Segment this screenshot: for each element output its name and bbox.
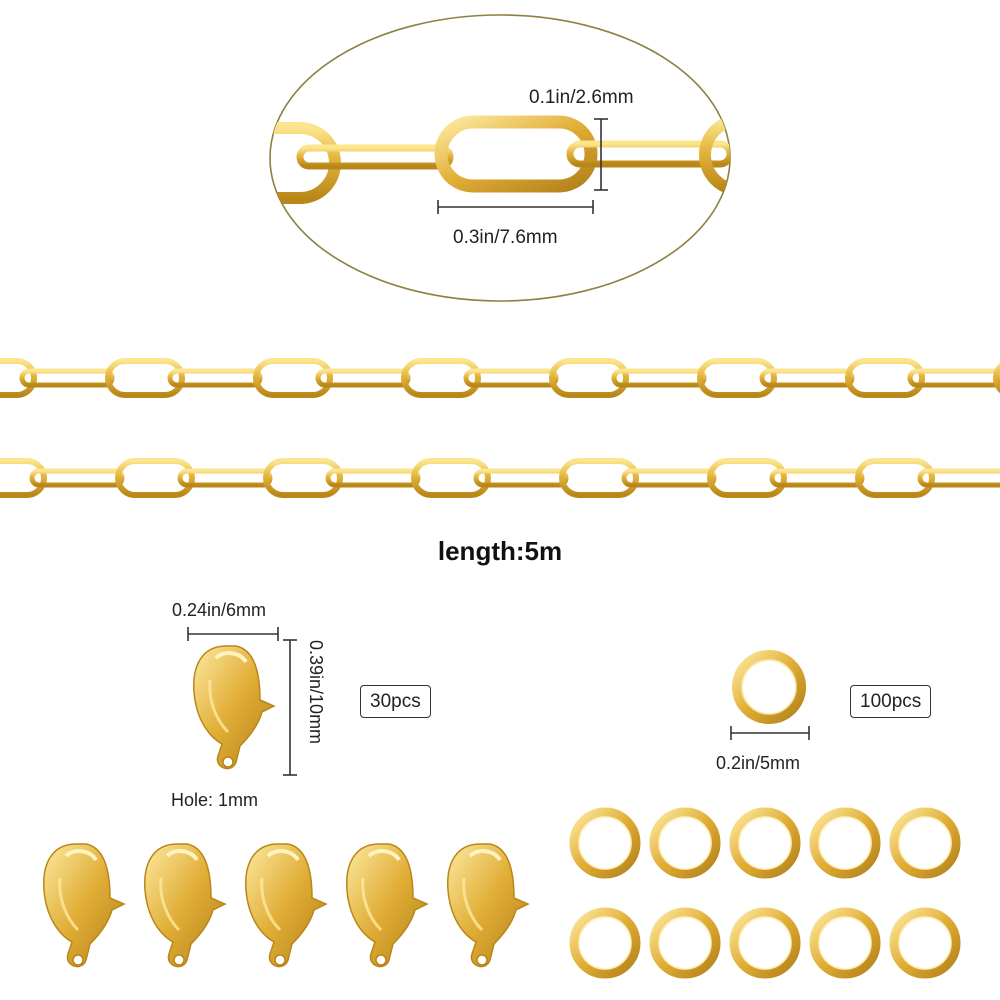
clasp-width-dimension (187, 627, 279, 641)
clasp-height-label: 0.39in/10mm (306, 640, 326, 745)
chain-strand-bottom (0, 458, 1000, 498)
chain-link (759, 368, 855, 388)
clasp-gate (266, 849, 300, 862)
chain-link (917, 468, 1000, 488)
chain-link (29, 468, 125, 488)
chain-link (549, 358, 629, 398)
chain-strand-top (0, 358, 1000, 398)
clasp-highlight (462, 877, 484, 932)
jump-ring-dimension (730, 726, 810, 740)
lobster-clasp (447, 843, 530, 968)
jump-ring (809, 907, 881, 979)
chain-link (463, 368, 559, 388)
clasp-gate (367, 849, 401, 862)
lobster-clasp (245, 843, 328, 968)
zoom-height-dimension (594, 118, 608, 191)
clasp-gate (165, 849, 199, 862)
jump-ring (649, 807, 721, 879)
clasp-highlight (260, 877, 282, 932)
clasp-hole (476, 954, 488, 966)
clasp-hole (173, 954, 185, 966)
jump-ring-count-badge: 100pcs (850, 685, 932, 718)
chain-link (315, 368, 411, 388)
lobster-clasp (43, 843, 126, 968)
clasp-hole (375, 954, 387, 966)
jump-ring (649, 907, 721, 979)
chain-link (105, 358, 185, 398)
jump-ring (569, 807, 641, 879)
jump-ring (569, 907, 641, 979)
clasp-hole-label: Hole: 1mm (171, 790, 259, 810)
zoom-width-dimension (437, 200, 594, 214)
clasp-hole (274, 954, 286, 966)
chain-link (611, 368, 707, 388)
clasp-body (245, 843, 328, 968)
clasp-body (447, 843, 530, 968)
chain-link (401, 358, 481, 398)
clasp-width-label: 0.24in/6mm (172, 600, 267, 620)
clasp-body (144, 843, 227, 968)
clasp-body (346, 843, 429, 968)
clasp-highlight (208, 679, 230, 734)
clasp-gate (468, 849, 502, 862)
clasp-highlight (159, 877, 181, 932)
jump-ring-grid (569, 807, 961, 979)
chain-link (855, 458, 935, 498)
clasp-highlight (361, 877, 383, 932)
chain-link (325, 468, 421, 488)
jump-ring-size-label: 0.2in/5mm (716, 753, 801, 773)
clasp-count-badge: 30pcs (360, 685, 431, 718)
chain-link (697, 358, 777, 398)
lobster-clasp (346, 843, 429, 968)
chain-link (621, 468, 717, 488)
clasp-hole (222, 756, 234, 768)
chain-link (115, 458, 195, 498)
chain-link (177, 468, 273, 488)
lobster-clasp-sample (193, 645, 276, 770)
zoom-height-label: 0.1in/2.6mm (529, 87, 634, 108)
chain-link (411, 458, 491, 498)
clasp-body (43, 843, 126, 968)
clasp-highlight (58, 877, 80, 932)
jump-ring (889, 807, 961, 879)
chain-link (473, 468, 569, 488)
lobster-clasp (144, 843, 227, 968)
clasp-height-dimension (283, 639, 297, 776)
clasp-gate (214, 651, 248, 664)
chain-link (993, 362, 1000, 394)
jump-ring (809, 807, 881, 879)
jump-ring (729, 907, 801, 979)
clasp-hole (72, 954, 84, 966)
chain-link (845, 358, 925, 398)
zoom-width-label: 0.3in/7.6mm (453, 227, 558, 248)
chain-link (907, 368, 1000, 388)
length-label: length:5m (437, 536, 563, 566)
chain-link (19, 368, 115, 388)
jump-ring (729, 807, 801, 879)
chain-link (167, 368, 263, 388)
jump-ring (889, 907, 961, 979)
clasp-body (193, 645, 276, 770)
chain-link (0, 358, 37, 398)
chain-link (559, 458, 639, 498)
chain-link (0, 458, 47, 498)
chain-link (769, 468, 865, 488)
zoomed-chain (270, 114, 730, 204)
lobster-clasp-row (43, 843, 530, 968)
chain-link (707, 458, 787, 498)
clasp-gate (64, 849, 98, 862)
jump-ring-sample (732, 650, 806, 724)
chain-link (263, 458, 343, 498)
chain-link (253, 358, 333, 398)
